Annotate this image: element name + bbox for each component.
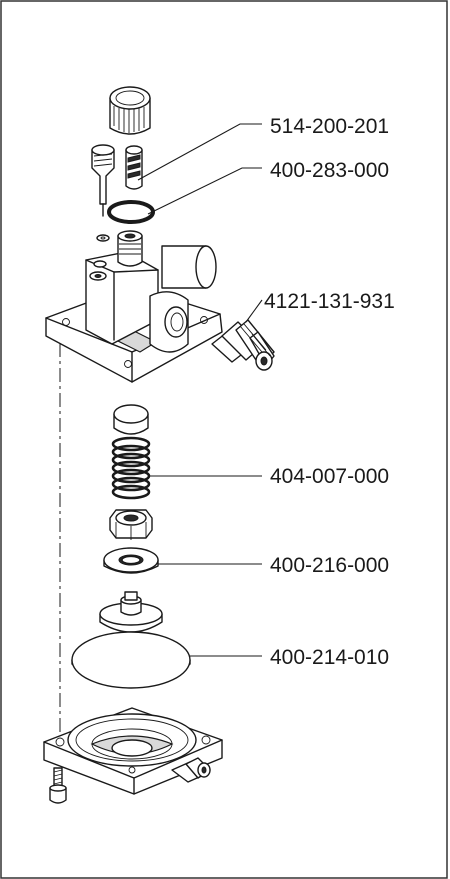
- cap-screw: [49, 767, 67, 804]
- hex-nut: [109, 509, 153, 540]
- diaphragm-plate: [99, 591, 163, 633]
- knob-cap: [109, 86, 151, 135]
- upper-housing: [45, 230, 223, 383]
- part-label-4121-131-931: 4121-131-931: [264, 290, 395, 313]
- lower-housing: [43, 707, 223, 795]
- part-label-404-007-000: 404-007-000: [270, 465, 389, 488]
- part-label-400-214-010: 400-214-010: [270, 646, 389, 669]
- flat-washer: [103, 547, 159, 574]
- small-washer: [96, 234, 110, 242]
- spring-cap: [113, 404, 149, 435]
- part-label-400-216-000: 400-216-000: [270, 554, 389, 577]
- leader-line-4121-131-931: [245, 299, 263, 323]
- o-ring-small: [107, 200, 155, 224]
- leader-line-514-200-201: [137, 123, 262, 181]
- diaphragm: [71, 631, 191, 689]
- part-label-514-200-201: 514-200-201: [270, 115, 389, 138]
- set-screw: [125, 145, 143, 190]
- adjusting-screw: [91, 144, 115, 217]
- leader-line-400-283-000: [147, 167, 262, 215]
- compression-spring: [111, 436, 151, 500]
- part-label-400-283-000: 400-283-000: [270, 159, 389, 182]
- hose-fitting: [211, 319, 275, 371]
